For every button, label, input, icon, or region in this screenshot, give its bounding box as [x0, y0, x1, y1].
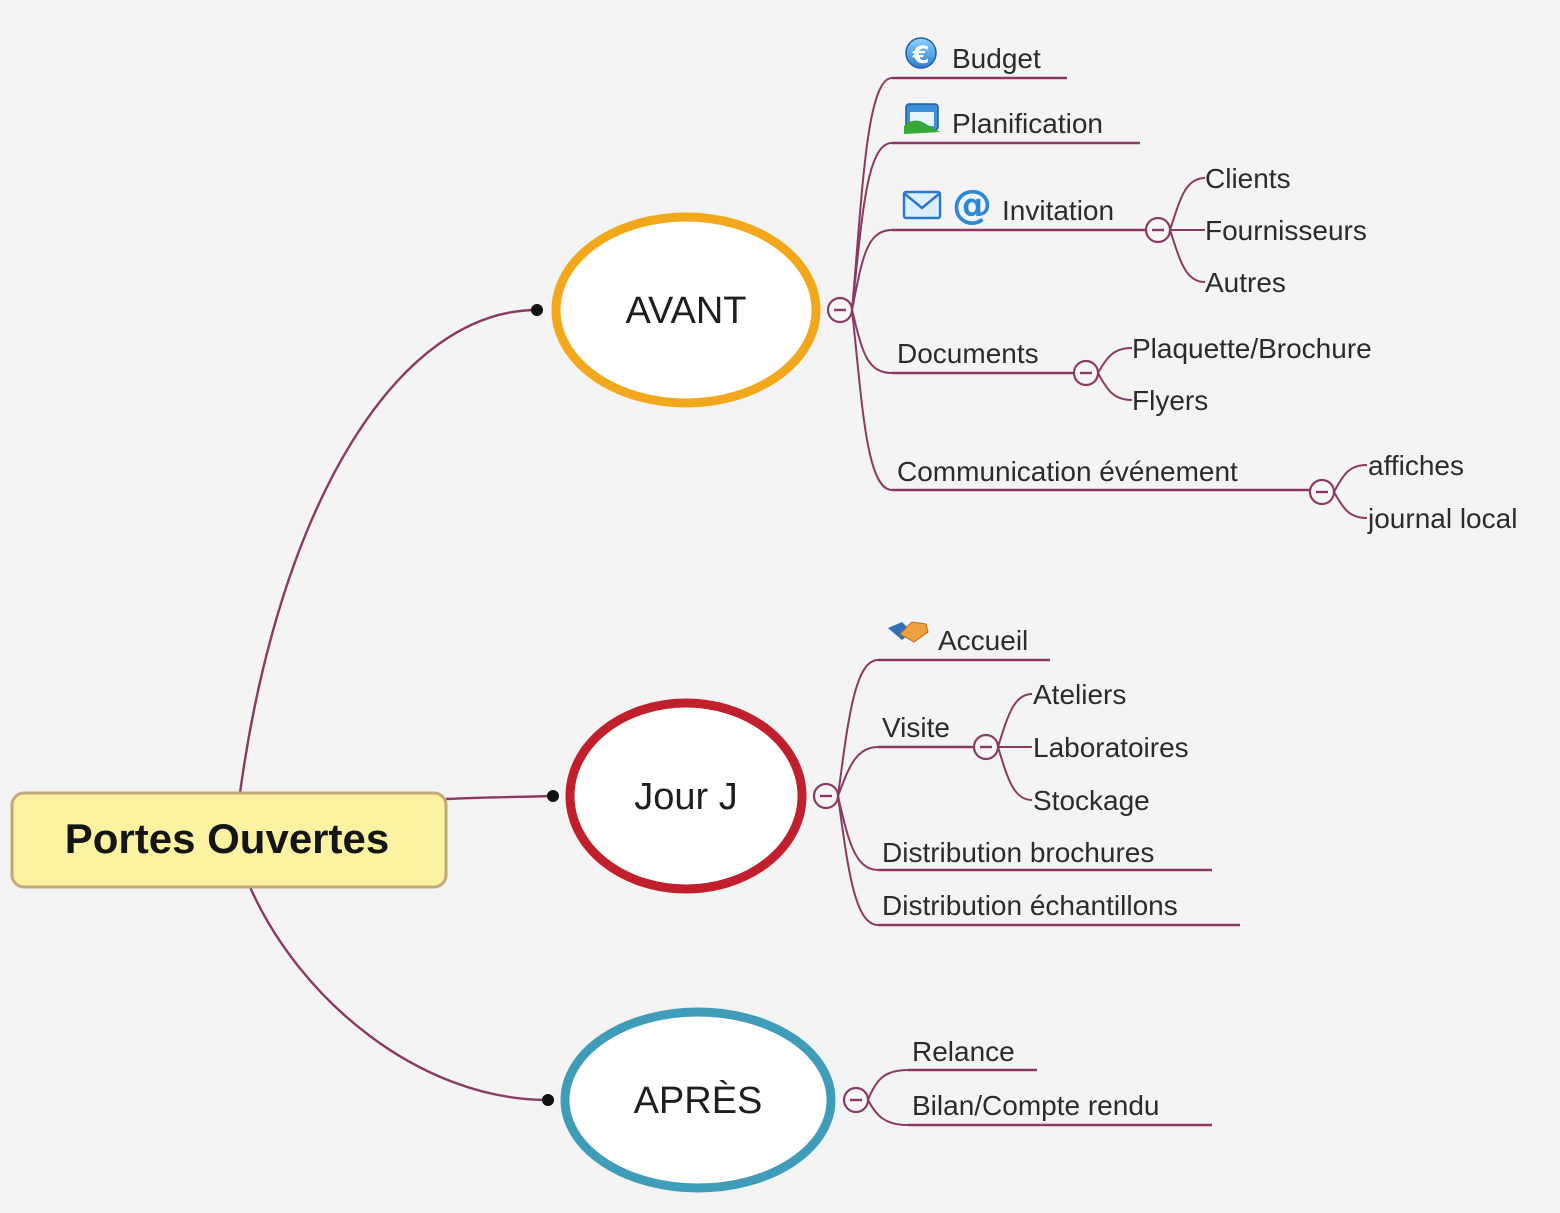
jour-collapse-button[interactable] — [812, 782, 840, 810]
anchor-dot-apres — [542, 1094, 554, 1106]
apres-collapse-button[interactable] — [842, 1086, 870, 1114]
invitation-subbranch-lines — [1169, 177, 1206, 283]
invitation-item[interactable]: @ Invitation — [902, 182, 1114, 228]
jour-node-ellipse — [565, 698, 807, 894]
calendar-icon — [904, 103, 940, 134]
at-sign-icon: @ — [952, 182, 992, 228]
budget-label: Budget — [952, 43, 1041, 74]
root-node[interactable]: Portes Ouvertes — [10, 791, 448, 889]
anchor-dot-jour — [547, 790, 559, 802]
documents-child-plaquette[interactable]: Plaquette/Brochure — [1132, 333, 1372, 364]
jour-branch-lines — [837, 659, 879, 926]
accueil-item[interactable]: Accueil — [888, 621, 1028, 656]
apres-branch-lines — [867, 1069, 909, 1126]
avant-node-ellipse — [551, 212, 821, 408]
invitation-label: Invitation — [1002, 195, 1114, 226]
accueil-label: Accueil — [938, 625, 1028, 656]
invitation-child-fournisseurs[interactable]: Fournisseurs — [1205, 215, 1367, 246]
visite-child-stockage[interactable]: Stockage — [1033, 785, 1150, 816]
avant-collapse-button[interactable] — [826, 296, 854, 324]
root-node-box — [10, 791, 448, 889]
visite-collapse-button[interactable] — [972, 733, 1000, 761]
root-node-label: Portes Ouvertes — [65, 815, 389, 862]
avant-branch-lines — [851, 77, 893, 491]
handshake-icon — [888, 621, 929, 643]
communication-child-journal-local[interactable]: journal local — [1367, 503, 1517, 534]
communication-child-affiches[interactable]: affiches — [1368, 450, 1464, 481]
documents-child-flyers[interactable]: Flyers — [1132, 385, 1208, 416]
planification-item[interactable]: Planification — [904, 103, 1103, 139]
communication-label[interactable]: Communication événement — [897, 456, 1238, 487]
envelope-icon — [902, 190, 942, 220]
documents-subbranch-lines — [1097, 347, 1133, 401]
budget-item[interactable]: € Budget — [905, 37, 1041, 74]
jour-node[interactable]: Jour J — [565, 698, 807, 894]
documents-collapse-button[interactable] — [1072, 359, 1100, 387]
apres-node-label: APRÈS — [634, 1079, 763, 1122]
avant-node-label: AVANT — [625, 290, 746, 332]
documents-label[interactable]: Documents — [897, 338, 1039, 369]
invitation-collapse-button[interactable] — [1144, 216, 1172, 244]
visite-label[interactable]: Visite — [882, 712, 950, 743]
visite-child-ateliers[interactable]: Ateliers — [1033, 679, 1126, 710]
jour-node-label: Jour J — [634, 776, 737, 818]
invitation-child-autres[interactable]: Autres — [1205, 267, 1286, 298]
invitation-child-clients[interactable]: Clients — [1205, 163, 1291, 194]
svg-text:@: @ — [952, 182, 992, 228]
visite-subbranch-lines — [997, 693, 1033, 801]
communication-subbranch-lines — [1333, 464, 1368, 519]
bilan-label[interactable]: Bilan/Compte rendu — [912, 1090, 1159, 1121]
euro-icon: € — [905, 37, 937, 69]
distribution-echantillons-label[interactable]: Distribution échantillons — [882, 890, 1178, 921]
distribution-brochures-label[interactable]: Distribution brochures — [882, 837, 1154, 868]
communication-collapse-button[interactable] — [1308, 478, 1336, 506]
connector-root-jour — [445, 794, 554, 801]
planification-label: Planification — [952, 108, 1103, 139]
connector-root-apres — [248, 886, 549, 1102]
relance-label[interactable]: Relance — [912, 1036, 1015, 1067]
apres-node-ellipse — [560, 1007, 836, 1193]
visite-child-laboratoires[interactable]: Laboratoires — [1033, 732, 1189, 763]
svg-text:€: € — [912, 41, 930, 69]
apres-node[interactable]: APRÈS — [560, 1007, 836, 1193]
connector-root-avant — [238, 308, 538, 794]
anchor-dot-avant — [531, 304, 543, 316]
avant-node[interactable]: AVANT — [551, 212, 821, 408]
